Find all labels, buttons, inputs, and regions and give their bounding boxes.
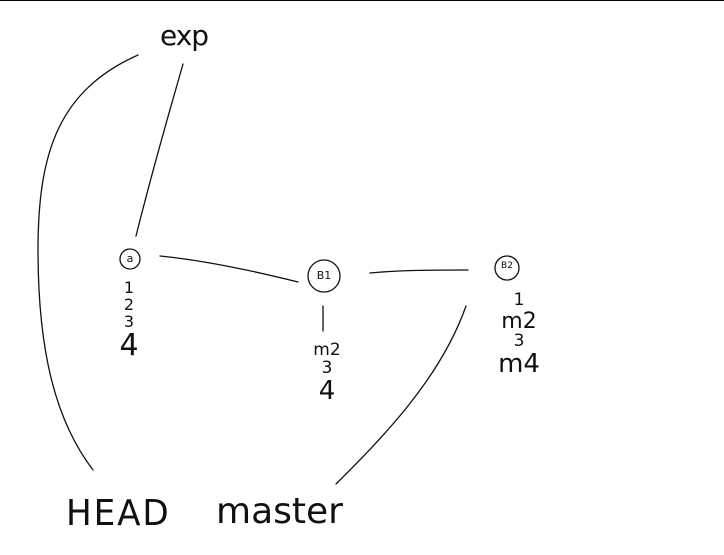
node-b2-circle xyxy=(494,255,520,281)
head-label: HEAD xyxy=(66,493,171,534)
b1-to-b2-line xyxy=(369,269,469,274)
node-b1-contents: m2 3 4 xyxy=(304,340,350,406)
node-b1-label: B1 xyxy=(316,269,332,282)
exp-label: exp xyxy=(160,19,209,52)
node-b2-line-3: 3 xyxy=(513,330,525,351)
exp-to-a-line xyxy=(135,63,184,237)
node-a-line-1: 1 xyxy=(123,278,135,297)
node-b1-circle xyxy=(307,259,341,293)
node-a-label: a xyxy=(126,252,134,265)
node-a-line-3: 3 xyxy=(123,311,135,331)
a-to-b1-line xyxy=(159,255,299,283)
node-b1-line-1: m2 xyxy=(313,340,341,360)
node-b2-line-4: m4 xyxy=(498,348,540,379)
node-b2-label: B2 xyxy=(501,261,513,271)
master-label: master xyxy=(216,491,343,532)
top-border xyxy=(0,0,724,1)
master-to-b2-curve xyxy=(335,305,467,485)
node-a-contents: 1 2 3 4 xyxy=(112,278,146,364)
node-b2-contents: 1 m2 3 m4 xyxy=(488,290,550,379)
node-b2-line-2: m2 xyxy=(501,308,537,334)
node-b1-line-3: 4 xyxy=(318,375,336,406)
node-b2-line-1: 1 xyxy=(513,290,525,310)
node-a-circle xyxy=(119,248,141,270)
node-a-line-4: 4 xyxy=(119,328,139,364)
head-to-exp-arc xyxy=(37,54,139,471)
node-b1-line-2: 3 xyxy=(321,357,333,378)
node-a-line-2: 2 xyxy=(123,294,135,314)
